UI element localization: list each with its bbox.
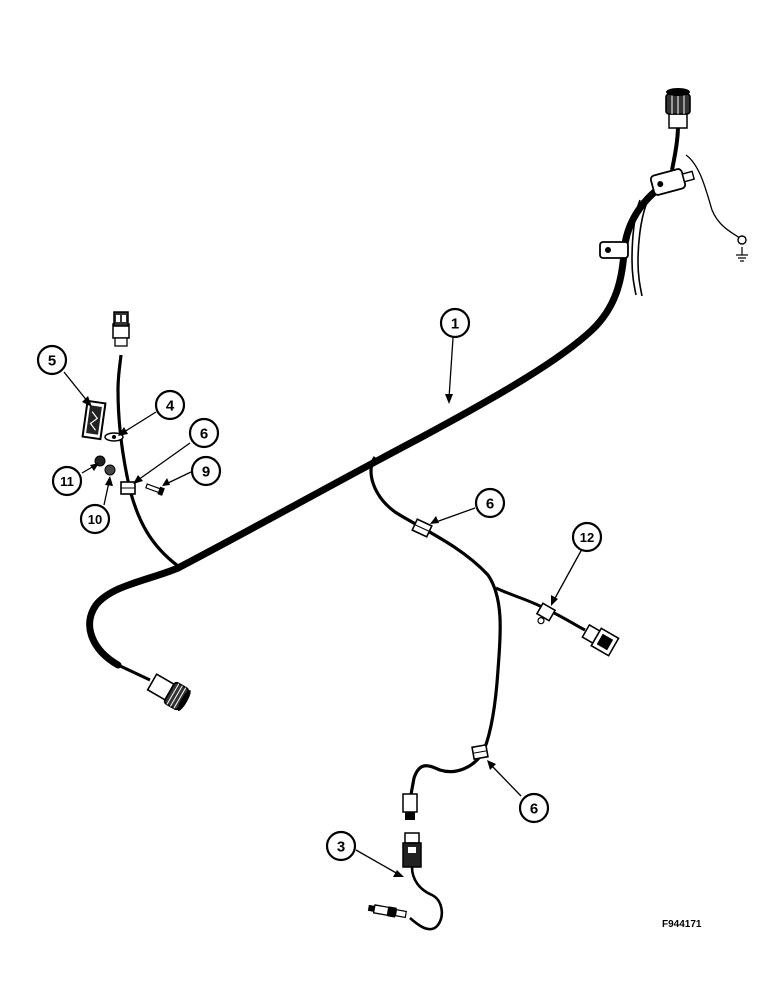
- speed-sensor: [367, 832, 444, 931]
- screw: [145, 483, 165, 496]
- callout-1: 1: [439, 307, 471, 339]
- bracket-wires: [631, 199, 641, 296]
- middle-branch: [369, 456, 620, 820]
- clip-left-branch: [120, 481, 136, 495]
- left-branch-connector: [112, 311, 130, 347]
- clip-middle-branch: [411, 518, 433, 538]
- callout-6-middle: 6: [474, 487, 506, 519]
- top-connector-lead: [670, 124, 680, 171]
- ground-terminal: [737, 235, 747, 245]
- callout-label: 6: [486, 496, 494, 513]
- callout-label: 6: [200, 426, 208, 443]
- left-branch-wire: [116, 354, 179, 568]
- callout-9: 9: [190, 455, 222, 487]
- callout-label: 11: [60, 474, 74, 489]
- callout-5: 5: [36, 344, 68, 376]
- callout-4: 4: [154, 389, 186, 421]
- ground-wire: [685, 154, 741, 239]
- lower-connector: [402, 793, 418, 820]
- right-connector: [581, 623, 620, 657]
- mounting-plate: [81, 399, 107, 441]
- callout-label: 9: [202, 464, 210, 481]
- clip-right-branch: [535, 602, 557, 625]
- ground-symbol-icon: [736, 247, 748, 262]
- bracket-wires-2: [637, 204, 647, 297]
- callout-label: 3: [337, 839, 345, 856]
- main-harness-left-loop: [86, 564, 182, 669]
- sensor-connector: [402, 832, 422, 868]
- callout-label: 6: [530, 801, 538, 818]
- callout-3: 3: [325, 830, 357, 862]
- callout-11: 11: [51, 465, 83, 497]
- middle-branch-wire: [369, 456, 502, 801]
- callout-label: 12: [580, 530, 594, 545]
- bracket-washer: [104, 432, 124, 442]
- callout-6-lower: 6: [518, 792, 550, 824]
- clip-lower-branch: [471, 743, 489, 761]
- callout-label: 4: [166, 398, 175, 415]
- main-harness: [86, 178, 672, 682]
- bracket-clamp-upper: [649, 168, 696, 196]
- callout-10: 10: [79, 503, 111, 535]
- callout-label: 1: [451, 316, 459, 333]
- callout-6-left: 6: [188, 417, 220, 449]
- callout-label: 10: [88, 512, 102, 527]
- bracket-clamp-lower: [599, 241, 629, 259]
- top-round-connector: [665, 88, 691, 129]
- left-branch: [104, 311, 179, 568]
- top-right-assembly: [599, 88, 748, 297]
- figure-code: F944171: [662, 919, 702, 930]
- round-connector-left: [146, 673, 191, 711]
- leader-lines: [63, 337, 583, 877]
- washer: [104, 464, 116, 476]
- sensor-wire: [409, 866, 444, 931]
- callout-12: 12: [571, 521, 603, 553]
- sensor-body: [367, 904, 408, 919]
- main-harness-trunk: [174, 178, 672, 572]
- main-harness-left-lead: [117, 663, 151, 682]
- callout-label: 5: [48, 353, 56, 370]
